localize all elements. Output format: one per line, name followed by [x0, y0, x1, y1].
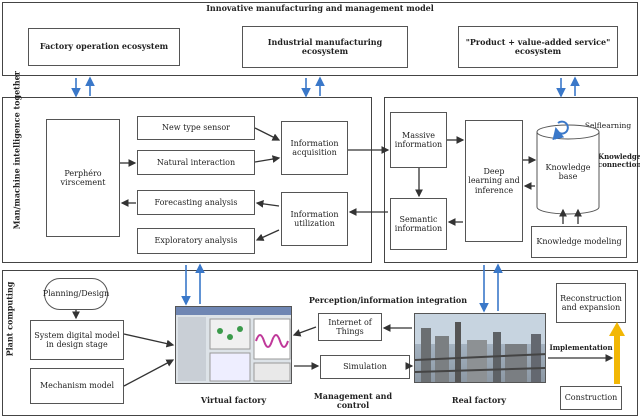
construction-box: Construction [560, 386, 622, 410]
perception-integration-label: Perception/information integration [308, 295, 468, 305]
middle-left-panel [2, 97, 372, 263]
real-factory-label: Real factory [451, 395, 507, 405]
reconstruction-box: Reconstruction and expansion [556, 283, 626, 323]
real-factory-image [414, 313, 546, 383]
virtual-factory-label: Virtual factory [200, 395, 267, 405]
real-factory-photo-icon [415, 314, 545, 382]
internet-of-things-box: Internet of Things [318, 313, 382, 341]
eco-factory-operation: Factory operation ecosystem [28, 28, 180, 66]
management-control-label: Management and control [313, 391, 393, 411]
mechanism-model-box: Mechanism model [30, 368, 124, 404]
virtual-factory-screen-icon [176, 307, 291, 382]
knowledge-connection-label: Knowledge connection [598, 152, 640, 170]
planning-design-box: Planning/Design [43, 278, 109, 310]
virtual-factory-image [175, 306, 292, 384]
middle-right-panel [384, 97, 638, 263]
exploratory-analysis-box: Exploratory analysis [137, 228, 255, 254]
knowledge-base-label: Knowledge base [545, 163, 591, 182]
bottom-panel [2, 270, 638, 416]
top-panel [2, 2, 638, 76]
forecasting-analysis-box: Forecasting analysis [137, 190, 255, 215]
environment-box: Perphéro virscement [46, 119, 120, 237]
system-digital-model-box: System digital model in design stage [30, 320, 124, 360]
information-utilization-box: Information utilization [281, 192, 348, 246]
simulation-box: Simulation [320, 355, 410, 379]
self-learning-label: Selflearning [584, 121, 632, 130]
knowledge-modeling-box: Knowledge modeling [531, 226, 627, 258]
semantic-information-box: Semantic information [390, 198, 447, 250]
new-type-sensor-box: New type sensor [137, 116, 255, 140]
top-title: Innovative manufacturing and management … [206, 3, 434, 13]
massive-information-box: Massive information [390, 112, 447, 168]
bottom-side-label: Plant computing [4, 281, 15, 357]
implementation-label: Implementation [549, 343, 613, 352]
eco-product-service: "Product + value-added service" ecosyste… [458, 26, 618, 68]
deep-learning-box: Deep learning and inference [465, 120, 523, 242]
natural-interaction-box: Natural interaction [137, 150, 255, 175]
information-acquisition-box: Information acquisition [281, 121, 348, 175]
eco-industrial-manufacturing: Industrial manufacturing ecosystem [242, 26, 408, 68]
middle-side-label: Man/machine intelligence together [11, 71, 22, 230]
